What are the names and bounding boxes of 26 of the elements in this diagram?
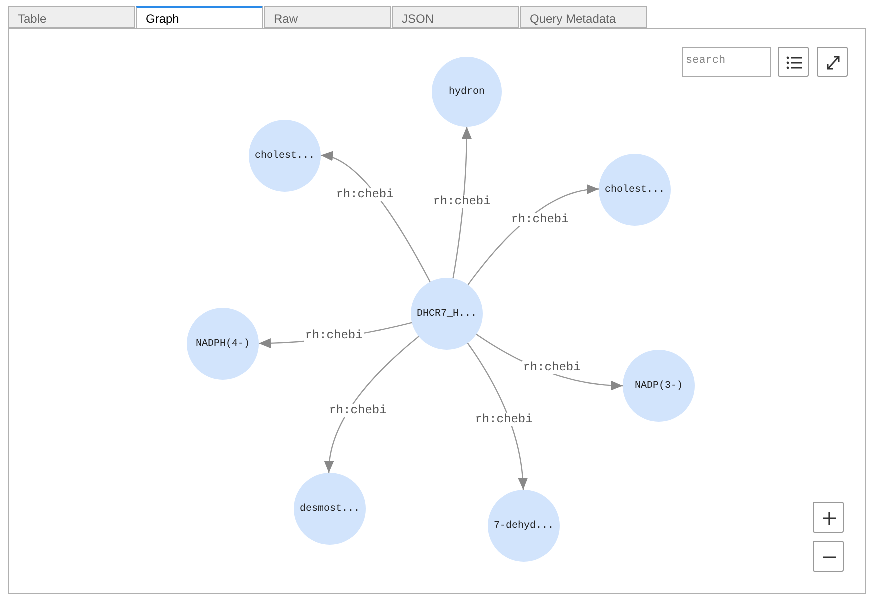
edge-label: rh:chebi — [510, 214, 570, 226]
circle-node: NADP(3-) — [623, 350, 695, 422]
circle-node: NADPH(4-) — [187, 308, 259, 380]
tab: Raw — [264, 6, 391, 28]
arrow — [452, 127, 472, 279]
circle-node: 7-dehyd... — [488, 490, 560, 562]
edge-label: rh:chebi — [522, 362, 582, 374]
active-tab: Graph — [136, 6, 263, 28]
search-field: search — [682, 47, 771, 77]
circle-node: cholest... — [249, 120, 321, 192]
edge-label: rh:chebi — [304, 330, 364, 342]
edge-label: rh:chebi — [432, 196, 492, 208]
arrow — [467, 342, 528, 490]
tab: Query Metadata — [520, 6, 647, 28]
arrow — [324, 336, 420, 474]
arrow — [320, 151, 431, 282]
tab: Table — [8, 6, 135, 28]
edge-label: rh:chebi — [474, 414, 534, 426]
arrow — [468, 184, 600, 286]
circle-node: hydron — [432, 57, 502, 127]
circle-node: cholest... — [599, 154, 671, 226]
edge-label: rh:chebi — [328, 404, 388, 418]
tab: JSON — [392, 6, 519, 28]
circle-node: DHCR7_H... — [411, 278, 483, 350]
edge-label: rh:chebi — [335, 188, 395, 202]
circle-node: desmost... — [294, 473, 366, 545]
